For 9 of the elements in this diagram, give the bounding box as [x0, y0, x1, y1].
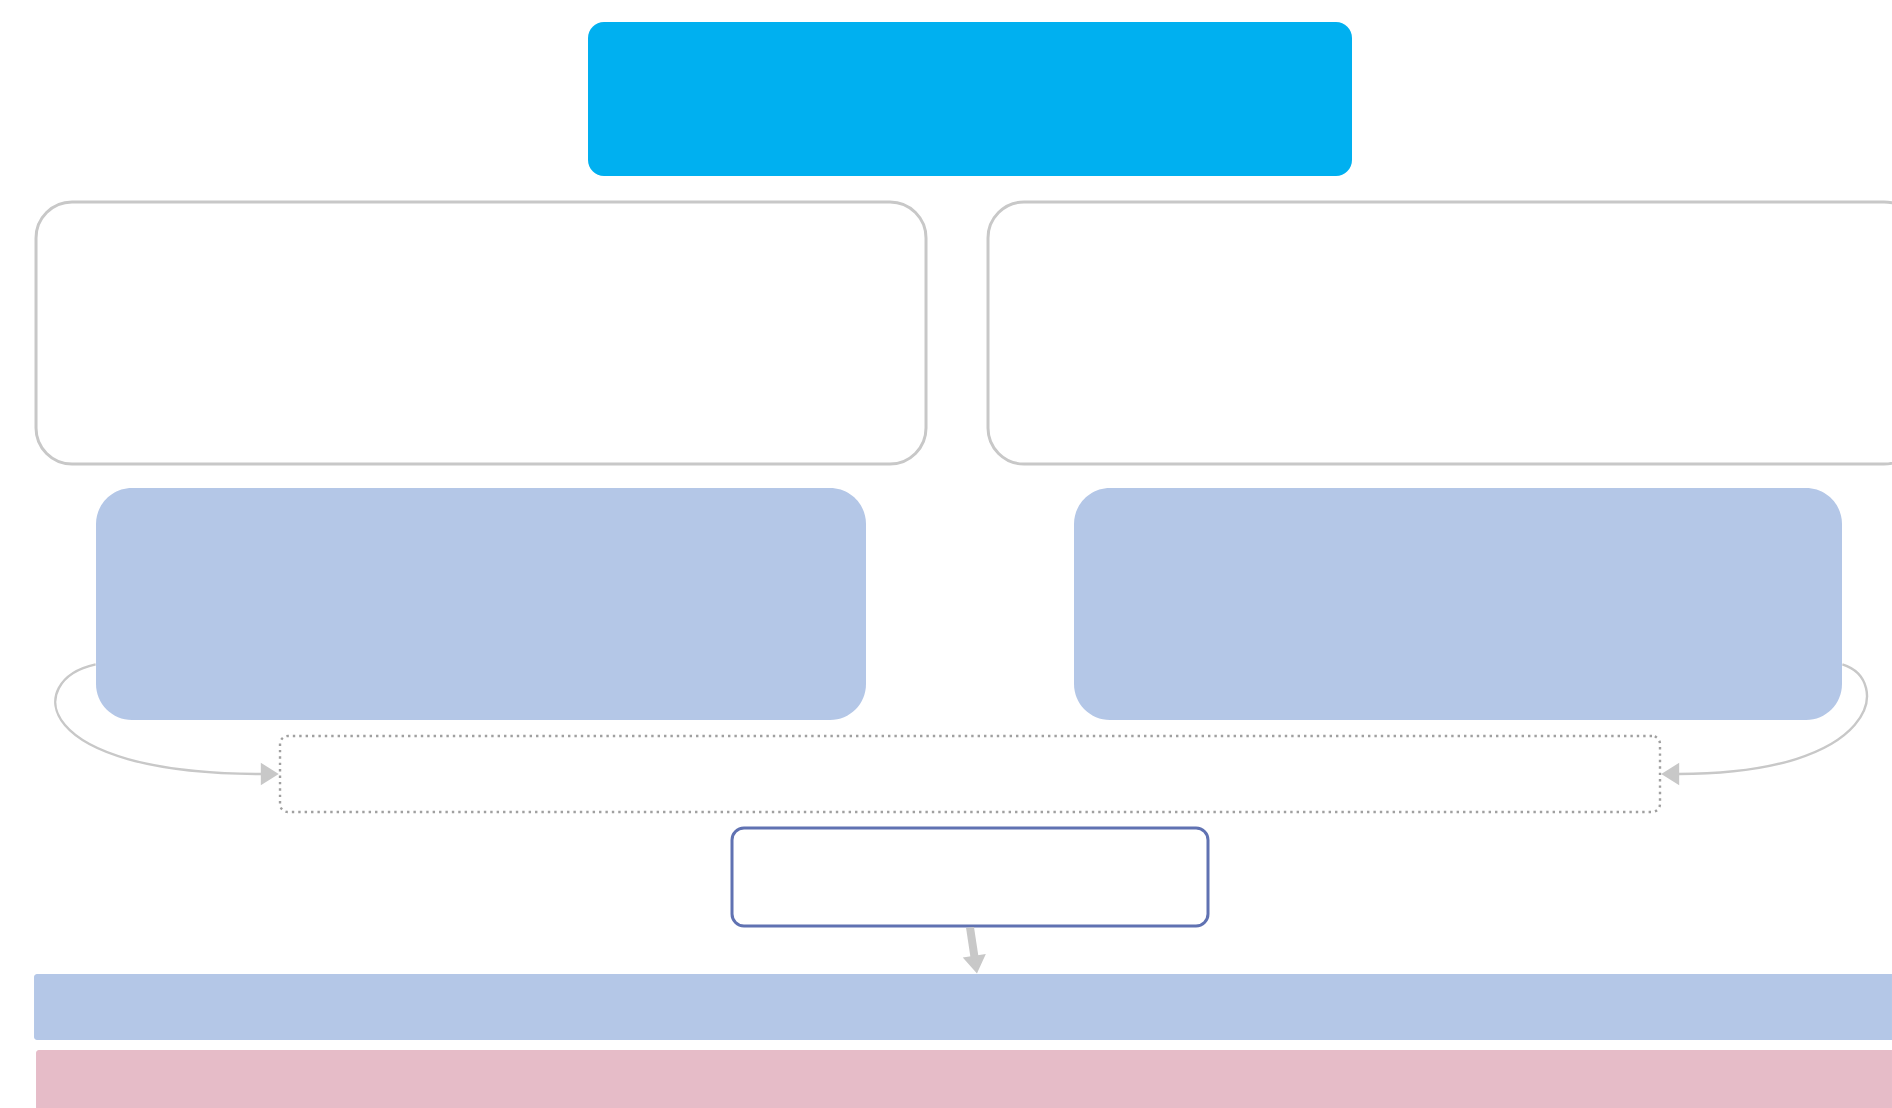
process-box	[1074, 488, 1842, 720]
band	[36, 1050, 1892, 1108]
small-box	[730, 826, 1210, 928]
header-box	[588, 22, 1352, 176]
band	[34, 974, 1892, 1040]
outline-box	[34, 200, 928, 466]
outline-box	[986, 200, 1892, 466]
process-box	[96, 488, 866, 720]
dotted-box	[278, 734, 1662, 814]
